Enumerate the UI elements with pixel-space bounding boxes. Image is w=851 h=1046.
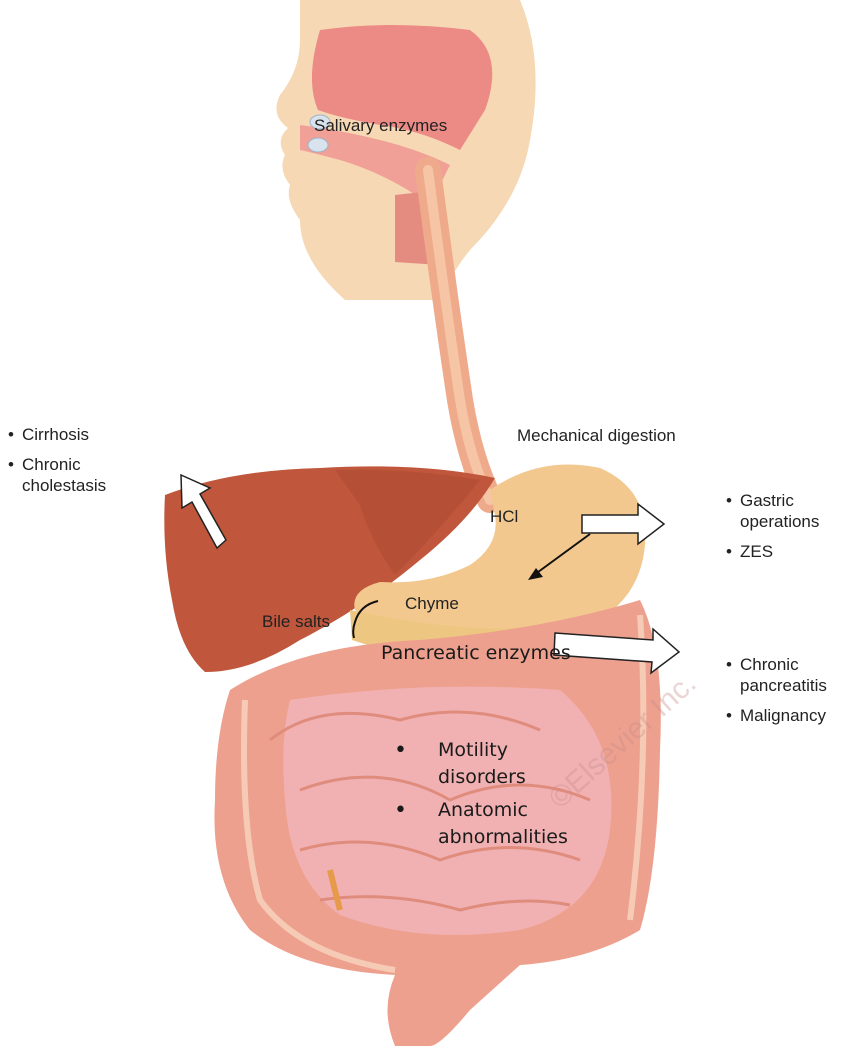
intestine-condition-item: Motility disorders <box>394 737 558 791</box>
liver-condition-item: Cirrhosis <box>8 424 158 445</box>
pancreas-condition-item: Malignancy <box>726 705 851 726</box>
bile-salts-label: Bile salts <box>262 612 330 632</box>
chyme-label: Chyme <box>405 594 459 614</box>
mechanical-digestion-label: Mechanical digestion <box>517 426 676 446</box>
pancreas-condition-item: Chronic pancreatitis <box>726 654 840 696</box>
pancreatic-enzymes-label: Pancreatic enzymes <box>381 642 571 664</box>
liver-condition-item: Chronic cholestasis <box>8 454 127 496</box>
intestine-condition-item: Anatomic abnormalities <box>394 797 578 851</box>
liver-conditions-list: Cirrhosis Chronic cholestasis <box>8 424 158 505</box>
pancreas-conditions-list: Chronic pancreatitis Malignancy <box>726 654 851 735</box>
intestine-conditions-list: Motility disorders Anatomic abnormalitie… <box>394 737 614 857</box>
hcl-label: HCl <box>490 507 518 527</box>
stomach-condition-item: Gastric operations <box>726 490 835 532</box>
salivary-enzymes-label: Salivary enzymes <box>314 116 447 136</box>
head-and-mouth <box>276 0 535 300</box>
stomach-conditions-list: Gastric operations ZES <box>726 490 846 571</box>
stomach-condition-item: ZES <box>726 541 846 562</box>
